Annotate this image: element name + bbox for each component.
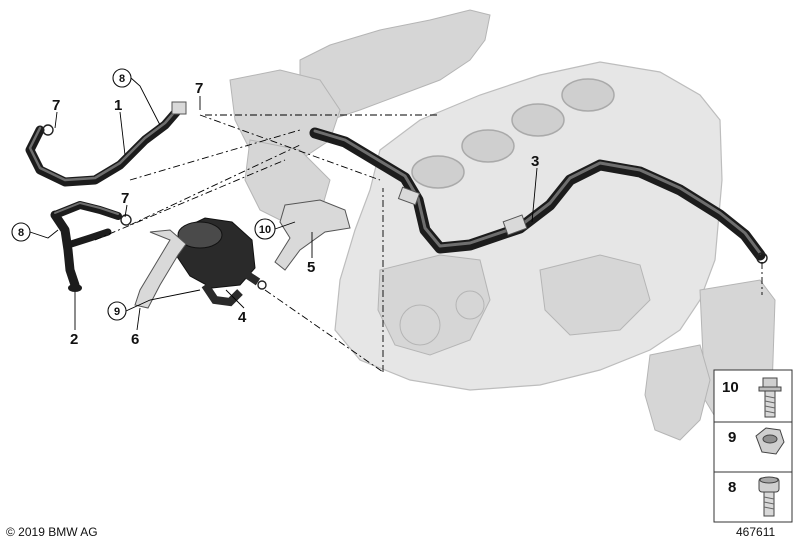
coolant-hose-3 [309, 127, 768, 264]
copyright-text: © 2019 BMW AG [6, 525, 98, 539]
callout-7c: 7 [195, 80, 203, 97]
callout-2: 2 [70, 331, 78, 348]
callout-5: 5 [307, 259, 315, 276]
fastener-legend: 10 9 8 [713, 369, 793, 523]
legend-cell-10 [713, 369, 793, 423]
hex-nut-icon [755, 427, 785, 455]
assembly-lines [94, 114, 763, 373]
coolant-hose-1 [25, 101, 187, 187]
callout-7a: 7 [52, 97, 60, 114]
bracket-6 [134, 229, 187, 309]
socket-head-screw-icon [758, 476, 780, 517]
callout-9-circle [107, 301, 127, 321]
legend-number-9: 9 [728, 429, 736, 446]
callout-7b: 7 [121, 190, 129, 207]
callout-8a-circle [112, 68, 132, 88]
leader-lines [29, 77, 538, 331]
legend-number-10: 10 [722, 379, 739, 396]
callout-10: 10 [259, 224, 271, 236]
callout-4: 4 [238, 309, 247, 326]
callout-10-circle [254, 218, 276, 240]
callout-8b: 8 [18, 227, 24, 239]
legend-cell-8 [713, 471, 793, 523]
callout-1: 1 [114, 97, 122, 114]
coolant-hose-2 [50, 201, 132, 292]
diagram-number: 467611 [736, 525, 775, 539]
callouts: 1 2 3 4 5 6 7 7 7 8 8 9 10 [11, 68, 539, 348]
bolt-icon [758, 377, 782, 418]
electric-water-pump-4 [175, 217, 267, 307]
callout-8b-circle [11, 222, 31, 242]
callout-3: 3 [531, 153, 539, 170]
legend-number-8: 8 [728, 479, 736, 496]
callout-6: 6 [131, 331, 139, 348]
bracket-5 [274, 199, 351, 271]
callout-8a: 8 [119, 73, 125, 85]
callout-9: 9 [114, 306, 120, 318]
